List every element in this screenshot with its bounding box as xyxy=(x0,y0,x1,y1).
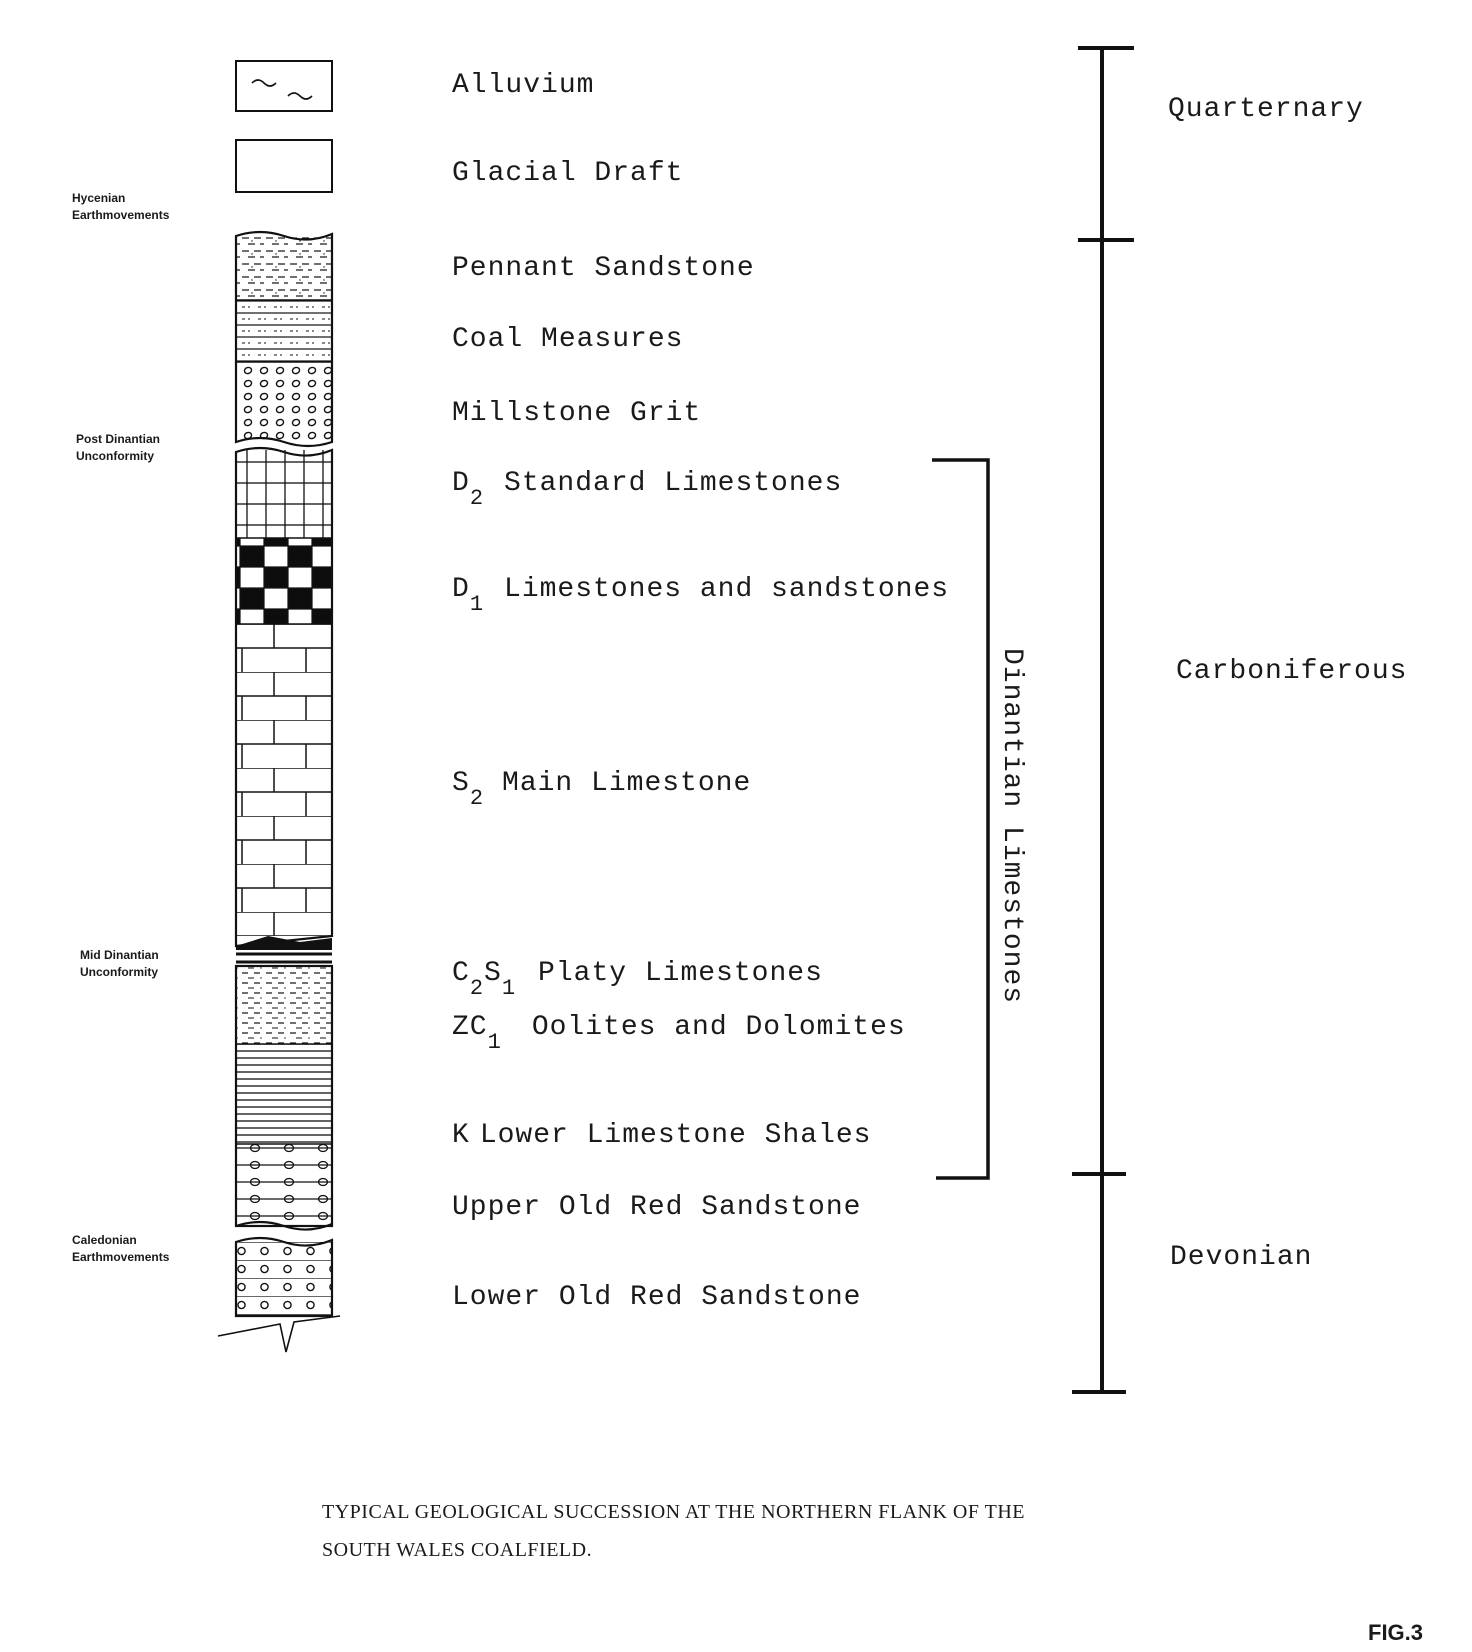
event-label-line1: Post Dinantian xyxy=(76,432,160,446)
unit-label: Glacial Draft xyxy=(452,158,683,189)
upper-old-red-sandstone-layer xyxy=(236,1144,332,1226)
millstone-grit-layer xyxy=(236,362,332,442)
oolites-and-dolomites-layer xyxy=(236,966,332,1044)
event-label-line1: Hycenian xyxy=(72,191,125,205)
unit-label: Millstone Grit xyxy=(452,398,701,429)
lower-old-red-sandstone-layer xyxy=(236,1242,332,1316)
event-label-line1: Caledonian xyxy=(72,1233,137,1247)
caption-line: SOUTH WALES COALFIELD. xyxy=(322,1539,592,1561)
main-limestone-layer xyxy=(236,624,332,936)
standard-limestones-layer xyxy=(236,450,332,538)
period-scale: Quarternary Carboniferous Devonian xyxy=(1072,46,1407,1394)
dinantian-bracket: Dinantian Limestones xyxy=(932,458,1027,1180)
unit-label: Upper Old Red Sandstone xyxy=(452,1192,861,1223)
figure-caption: TYPICAL GEOLOGICAL SUCCESSION AT THE NOR… xyxy=(322,1501,1025,1561)
alluvium-symbol xyxy=(235,60,333,112)
event-labels: Hycenian Earthmovements Post Dinantian U… xyxy=(72,191,170,1264)
unit-label: Lower Old Red Sandstone xyxy=(452,1282,861,1313)
coal-measures-layer xyxy=(236,300,332,362)
event-label-line2: Earthmovements xyxy=(72,1250,170,1264)
stratigraphic-column xyxy=(217,60,341,1353)
event-label-line1: Mid Dinantian xyxy=(80,948,159,962)
unit-label: Coal Measures xyxy=(452,324,683,355)
event-label-line2: Unconformity xyxy=(76,449,154,463)
column-outline xyxy=(217,230,341,1353)
event-label-line2: Unconformity xyxy=(80,965,158,979)
event-label-line2: Earthmovements xyxy=(72,208,170,222)
period-label-quaternary: Quarternary xyxy=(1168,94,1364,125)
unit-label: Alluvium xyxy=(452,70,594,101)
limestones-and-sandstones-layer xyxy=(236,538,332,624)
pennant-sandstone-layer xyxy=(236,232,332,300)
period-label-devonian: Devonian xyxy=(1170,1242,1312,1273)
unit-labels: Alluvium Glacial Draft Pennant Sandstone… xyxy=(452,70,949,1313)
dinantian-bracket-label: Dinantian Limestones xyxy=(996,648,1027,1004)
figure-number: FIG.3 xyxy=(1368,1620,1423,1645)
unit-label: Pennant Sandstone xyxy=(452,253,755,284)
platy-limestones-layer xyxy=(236,936,332,964)
lower-limestone-shales-layer xyxy=(236,1044,332,1144)
caption-line: TYPICAL GEOLOGICAL SUCCESSION AT THE NOR… xyxy=(322,1501,1025,1523)
glacial-drift-symbol xyxy=(235,139,333,193)
period-label-carboniferous: Carboniferous xyxy=(1176,656,1407,687)
